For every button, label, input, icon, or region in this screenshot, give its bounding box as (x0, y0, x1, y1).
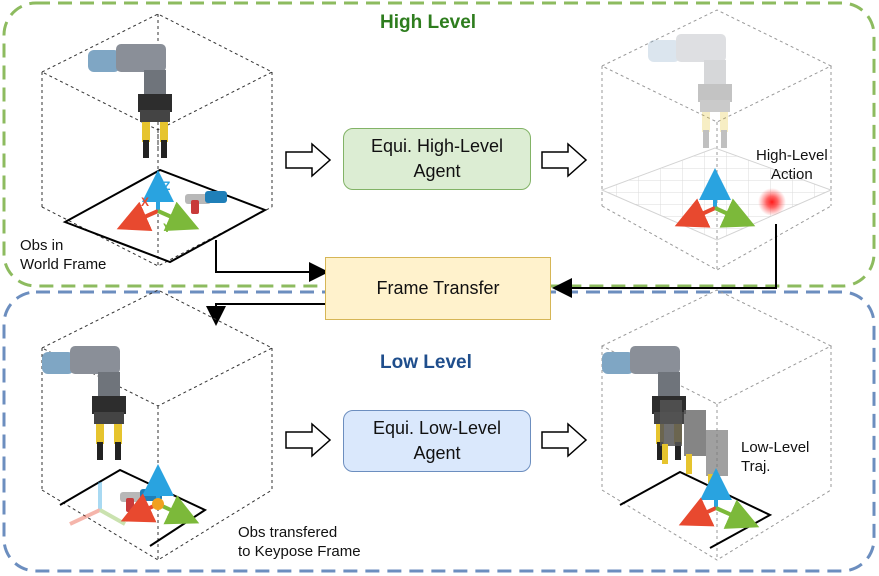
robot-arm-icon (88, 44, 172, 158)
obs-keypose-label: Obs transfered to Keypose Frame (238, 524, 361, 560)
low-level-agent-box: Equi. Low-Level Agent (343, 410, 531, 472)
axes-world (116, 170, 200, 231)
world-axes-faded (69, 482, 126, 526)
robot-arm-ghost-icon (648, 34, 732, 148)
frame-transfer-box: Frame Transfer (325, 257, 551, 320)
high-level-agent-label: Equi. High-Level Agent (370, 136, 504, 181)
axis-label-x: X (141, 195, 149, 209)
keypose-marker-icon (758, 188, 786, 216)
low-level-traj-label: Low-Level Traj. (741, 439, 810, 475)
frame-transfer-label: Frame Transfer (376, 278, 500, 298)
axis-label-z: Z (163, 179, 170, 193)
low-level-title: Low Level (380, 352, 472, 373)
robot-arm-icon (42, 346, 126, 460)
axes-traj (678, 468, 760, 529)
high-level-title: High Level (380, 12, 477, 33)
high-level-action-label: High-Level Action (756, 147, 828, 183)
drill-icon (185, 191, 227, 214)
connector-lines (206, 224, 777, 326)
low-level-agent-label: Equi. Low-Level Agent (372, 418, 502, 463)
traj-cube (600, 289, 833, 561)
high-level-agent-box: Equi. High-Level Agent (343, 128, 531, 190)
axis-label-y: Y (163, 221, 171, 235)
axes-action (674, 168, 756, 228)
workspace-plane (62, 168, 268, 264)
obs-world-label: Obs in World Frame (20, 237, 107, 273)
hollow-arrow-icon (285, 422, 588, 458)
hollow-arrow-icon (285, 142, 588, 178)
traj-plane (619, 470, 773, 549)
trajectory-grippers (660, 400, 728, 490)
